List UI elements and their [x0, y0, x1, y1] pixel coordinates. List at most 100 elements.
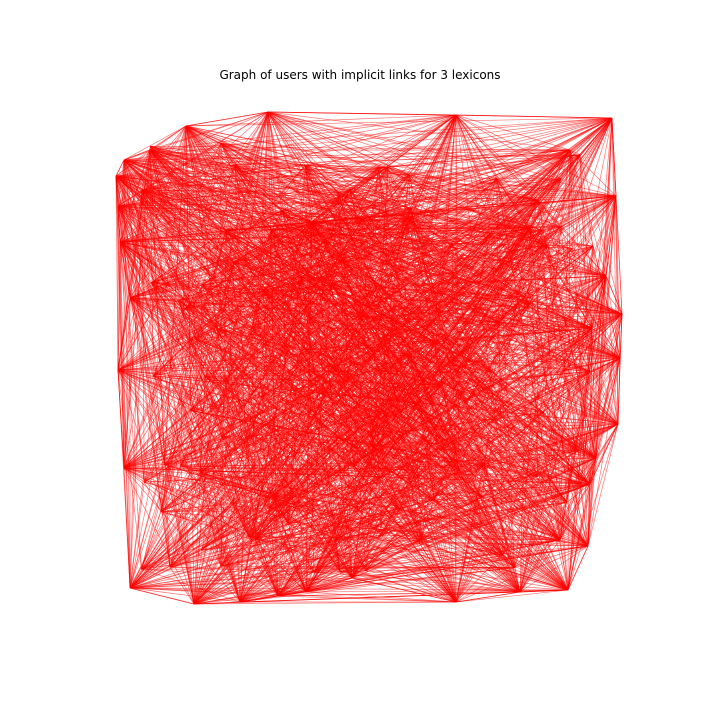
graph-edge	[274, 178, 562, 500]
graph-edge	[277, 591, 307, 597]
graph-edge	[225, 178, 562, 382]
graph-edge	[310, 317, 493, 373]
graph-edge	[591, 327, 621, 359]
graph-edge	[184, 272, 455, 310]
graph-edge	[164, 464, 355, 467]
graph-edge	[200, 401, 400, 551]
graph-edges	[115, 111, 623, 605]
graph-edge	[305, 577, 353, 593]
graph-edge	[353, 178, 562, 467]
graph-edge	[255, 230, 273, 540]
graph-edge	[200, 471, 382, 536]
graph-edge	[342, 219, 568, 503]
graph-edge	[141, 189, 145, 483]
graph-edge	[560, 154, 581, 227]
graph-edge	[455, 591, 521, 603]
graph-edge	[262, 289, 400, 402]
graph-edge	[566, 330, 621, 359]
graph-edge	[117, 205, 142, 570]
graph-edge	[342, 219, 516, 568]
graph-edge	[559, 246, 594, 541]
graph-edge	[255, 539, 503, 556]
graph-edge	[372, 248, 573, 319]
graph-edge	[119, 241, 131, 299]
graph-edge	[519, 539, 561, 593]
graph-edge	[619, 313, 623, 359]
graph-edge	[117, 205, 235, 263]
graph-edge	[451, 243, 486, 466]
graph-edge	[141, 189, 235, 263]
graph-edge	[342, 219, 435, 343]
graph-edge	[150, 209, 282, 283]
graph-edge	[169, 378, 348, 568]
graph-edge	[180, 329, 220, 466]
graph-edge	[184, 210, 282, 309]
graph-edge	[144, 284, 332, 483]
graph-edge	[150, 282, 400, 511]
graph-edge	[234, 164, 350, 190]
graph-edge	[529, 227, 619, 425]
graph-edge	[398, 384, 439, 511]
graph-edge	[178, 300, 341, 573]
graph-edge	[452, 178, 497, 445]
graph-edge	[567, 450, 580, 591]
graph-edge	[201, 166, 388, 286]
graph-edge	[267, 111, 571, 151]
graph-edge	[149, 125, 187, 151]
graph-edge	[201, 243, 453, 286]
graph-edge	[378, 149, 571, 168]
graph-edge	[218, 329, 503, 556]
graph-edge	[150, 146, 270, 509]
graph-edge	[239, 497, 483, 603]
graph-edge	[234, 164, 289, 525]
graph-edge	[587, 457, 597, 547]
graph-edge	[255, 371, 590, 541]
graph-edge	[151, 272, 455, 283]
graph-edge	[220, 142, 411, 209]
graph-edge	[160, 507, 269, 513]
graph-edge	[117, 189, 143, 371]
graph-edge	[117, 205, 152, 283]
graph-edge	[220, 397, 262, 567]
graph-edge	[117, 369, 142, 570]
graph-edge	[129, 142, 222, 299]
graph-edge	[169, 566, 315, 573]
graph-edge	[268, 384, 439, 509]
graph-edge	[141, 449, 376, 570]
graph-edge	[418, 444, 454, 543]
graph-edge	[117, 369, 206, 377]
graph-edge	[410, 178, 562, 356]
graph-edge	[353, 243, 453, 467]
graph-edge	[221, 436, 538, 477]
graph-edge	[245, 437, 485, 466]
graph-edge	[499, 227, 531, 323]
graph-edge	[201, 174, 410, 286]
graph-edge	[455, 589, 569, 603]
graph-edge	[418, 322, 501, 543]
graph-edge	[387, 166, 543, 231]
graph-edge	[537, 199, 562, 228]
graph-edge	[153, 178, 562, 377]
graph-edge	[193, 601, 241, 605]
graph-edge	[141, 567, 515, 570]
graph-edge	[274, 450, 579, 500]
graph-edge	[268, 450, 579, 509]
graph-edge	[117, 369, 181, 466]
graph-edge	[547, 244, 568, 503]
graph-edge	[117, 205, 125, 469]
graph-edge	[178, 192, 339, 301]
graph-edge	[220, 142, 273, 231]
graph-edge	[310, 222, 400, 511]
graph-edge	[365, 330, 568, 571]
graph-edge	[273, 498, 289, 525]
graph-edge	[605, 275, 623, 315]
graph-edge	[589, 423, 619, 485]
graph-edge	[387, 166, 539, 201]
graph-edge	[164, 154, 581, 465]
graph-edge	[611, 117, 619, 425]
graph-edge	[301, 226, 561, 232]
graph-edge	[123, 146, 151, 469]
graph-edge	[201, 284, 483, 498]
graph-edge	[434, 499, 567, 503]
